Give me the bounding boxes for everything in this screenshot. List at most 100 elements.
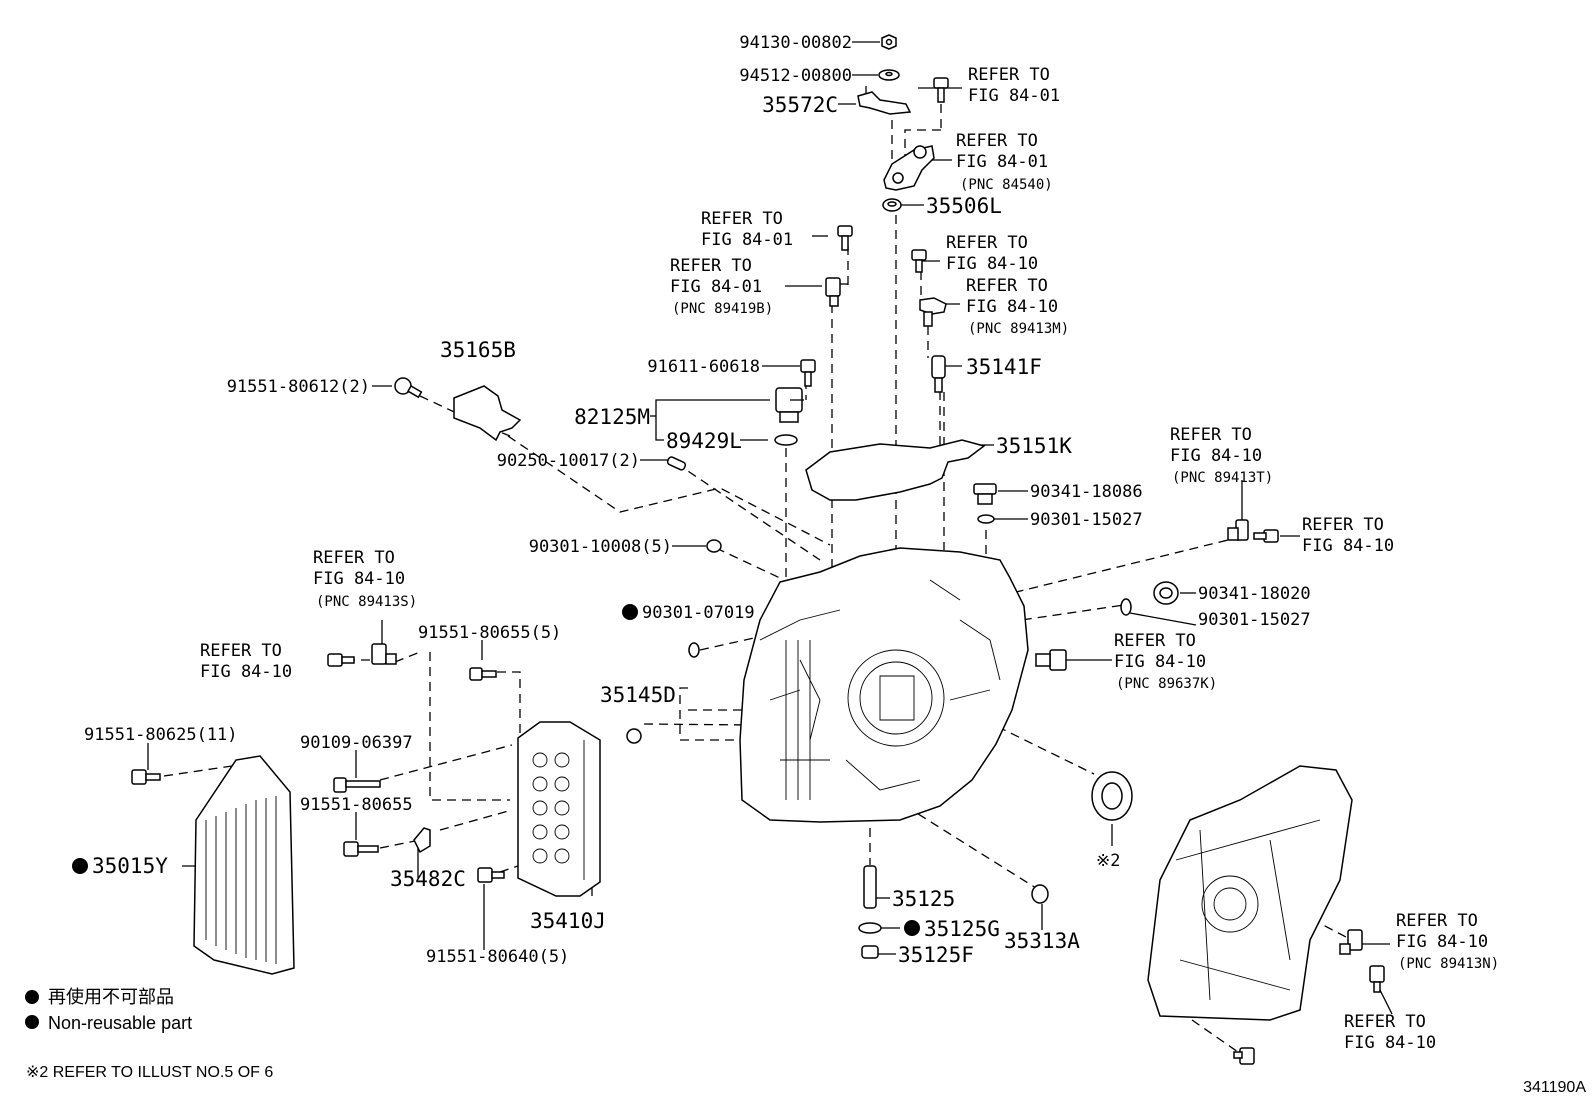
pipe-icon — [863, 865, 877, 909]
bolt-icon — [469, 667, 497, 681]
bolt-icon — [394, 377, 423, 399]
bolt-icon — [131, 769, 161, 785]
pnc-label: (PNC 89419B) — [672, 301, 773, 317]
refer-to-label: REFER TO — [200, 641, 282, 661]
pnc-label: (PNC 89413N) — [1398, 956, 1499, 972]
transaxle-case — [739, 547, 1029, 823]
part-number-label: 82125M — [574, 405, 650, 429]
figure-ref-label: FIG 84-10 — [946, 254, 1038, 274]
part-number-label: 91551-80612(2) — [227, 377, 370, 397]
lever-icon — [857, 86, 912, 115]
illustration-id: 341190A — [1523, 1079, 1586, 1096]
small-parts — [131, 34, 1385, 1065]
part-number-label: 35165B — [440, 338, 516, 362]
refer-to-label: REFER TO — [1344, 1012, 1426, 1032]
bracket-icon — [453, 385, 522, 442]
pnc-label: (PNC 89413S) — [316, 594, 417, 610]
plate-icon — [413, 827, 431, 854]
dowel-pin-icon — [666, 456, 687, 471]
plug-icon — [1153, 581, 1179, 605]
note-mark: ※2 — [1096, 851, 1120, 871]
o-ring-icon — [774, 434, 798, 446]
bolt-icon — [837, 225, 853, 251]
legend-note: ※2 REFER TO ILLUST NO.5 OF 6 — [26, 1064, 273, 1081]
refer-to-label: REFER TO — [1170, 425, 1252, 445]
legend: 再使用不可部品 Non-reusable part ※2 REFER TO IL… — [25, 987, 273, 1081]
figure-ref-label: FIG 84-10 — [1170, 446, 1262, 466]
pin-icon — [931, 355, 946, 393]
oil-pan — [193, 755, 295, 975]
figure-ref-label: FIG 84-01 — [968, 86, 1060, 106]
part-number-label: 90301-15027 — [1198, 610, 1311, 630]
part-number-label: 35141F — [966, 355, 1042, 379]
figure-ref-label: FIG 84-10 — [200, 662, 292, 682]
part-number-label: 90301-07019 — [642, 603, 755, 623]
refer-to-label: REFER TO — [968, 65, 1050, 85]
switch-icon — [883, 145, 935, 191]
part-number-label: 35145D — [600, 683, 676, 707]
part-number-label: 35410J — [530, 909, 606, 933]
non-reusable-bullet-icon — [622, 604, 638, 620]
pnc-label: (PNC 89413T) — [1172, 470, 1273, 486]
part-number-label: 89429L — [666, 429, 742, 453]
bolt-icon — [477, 867, 505, 883]
part-labels: 94130-00802 94512-00800 35572C REFER TO … — [72, 33, 1499, 1053]
oil-seal-icon — [1091, 771, 1133, 821]
refer-to-label: REFER TO — [701, 209, 783, 229]
bolt-icon — [333, 777, 381, 793]
sensor-icon — [1035, 649, 1067, 671]
sensor-icon — [371, 643, 397, 665]
refer-to-label: REFER TO — [956, 131, 1038, 151]
sensor-icon — [919, 297, 947, 327]
sensor-icon — [825, 277, 848, 307]
sensor-icon — [1227, 519, 1249, 541]
housing-inset — [1147, 765, 1353, 1021]
figure-ref-label: FIG 84-10 — [1114, 652, 1206, 672]
bolt-icon — [933, 77, 949, 103]
part-number-label: 35572C — [762, 93, 838, 117]
bolt-icon — [327, 653, 355, 667]
bolt-icon — [800, 359, 816, 387]
figure-ref-label: FIG 84-10 — [1396, 932, 1488, 952]
part-number-label: 90250-10017(2) — [497, 451, 640, 471]
part-number-label: 35125 — [892, 887, 955, 911]
part-number-label: 35015Y — [92, 854, 168, 878]
refer-to-label: REFER TO — [1396, 911, 1478, 931]
non-reusable-bullet-icon — [904, 920, 920, 936]
nut-icon — [881, 34, 897, 50]
valve-body — [517, 721, 601, 897]
part-number-label: 90301-15027 — [1030, 510, 1143, 530]
plug-icon — [861, 945, 879, 959]
pnc-label: (PNC 89637K) — [1116, 676, 1217, 692]
pnc-label: (PNC 89413M) — [968, 321, 1069, 337]
legend-jp: 再使用不可部品 — [48, 987, 174, 1007]
part-number-label: 35151K — [996, 434, 1072, 458]
non-reusable-bullet-icon — [25, 990, 39, 1004]
plug-icon — [1031, 884, 1049, 904]
figure-ref-label: FIG 84-10 — [1302, 536, 1394, 556]
o-ring-icon — [688, 642, 700, 658]
bolt-icon — [1369, 965, 1385, 993]
figure-ref-label: FIG 84-10 — [313, 569, 405, 589]
part-number-label: 91551-80625(11) — [84, 725, 238, 745]
refer-to-label: REFER TO — [670, 256, 752, 276]
legend-en: Non-reusable part — [48, 1013, 192, 1033]
figure-ref-label: FIG 84-10 — [966, 297, 1058, 317]
part-number-label: 90109-06397 — [300, 733, 413, 753]
plug-icon — [626, 728, 642, 744]
gasket-icon — [977, 514, 995, 524]
figure-ref-label: FIG 84-01 — [701, 230, 793, 250]
sensor-icon — [1339, 929, 1363, 955]
sensor-connector-icon — [775, 387, 804, 423]
bolt-icon — [343, 841, 379, 857]
plug-icon — [973, 483, 997, 505]
part-number-label: 35506L — [926, 194, 1002, 218]
refer-to-label: REFER TO — [946, 233, 1028, 253]
o-ring-icon — [706, 539, 722, 553]
oil-seal-icon — [882, 198, 902, 212]
gasket-icon — [1120, 598, 1132, 616]
baffle-plate-icon — [805, 439, 986, 501]
part-number-label: 90301-10008(5) — [529, 537, 672, 557]
part-number-label: 35125F — [898, 943, 974, 967]
